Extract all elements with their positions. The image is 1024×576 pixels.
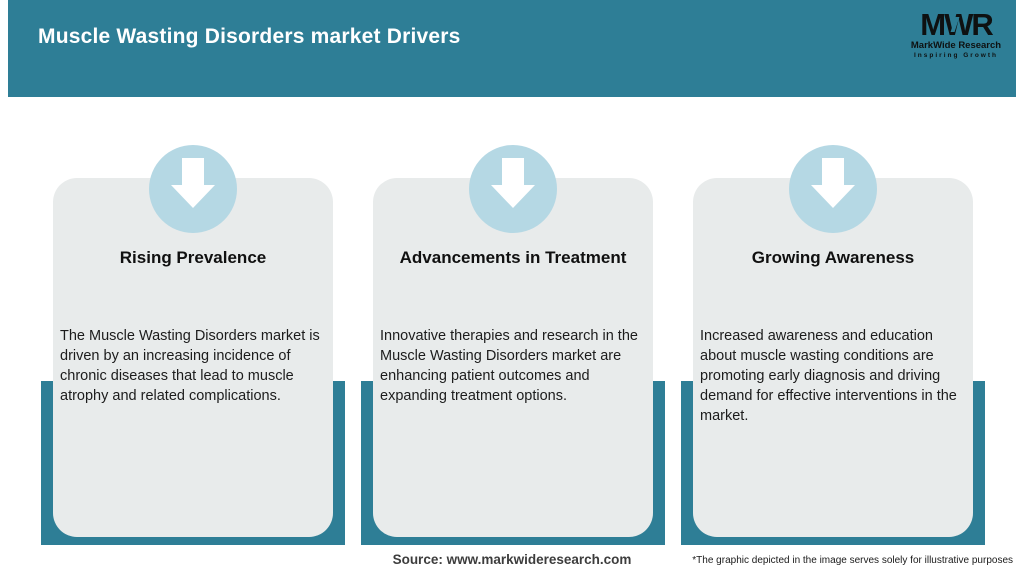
- logo-tagline: Inspiring Growth: [914, 52, 998, 59]
- driver-card-advancements-in-treatment: Advancements in Treatment Innovative the…: [361, 145, 665, 545]
- card-title: Advancements in Treatment: [399, 248, 627, 267]
- card-body: Advancements in Treatment Innovative the…: [373, 178, 653, 537]
- logo-acronym: MWR: [906, 9, 1006, 41]
- card-title: Rising Prevalence: [119, 248, 267, 267]
- driver-card-rising-prevalence: Rising Prevalence The Muscle Wasting Dis…: [41, 145, 345, 545]
- header-bar: Muscle Wasting Disorders market Drivers …: [8, 0, 1016, 97]
- down-arrow-badge: [149, 145, 237, 233]
- card-description: Increased awareness and education about …: [700, 328, 957, 424]
- disclaimer-text: *The graphic depicted in the image serve…: [692, 555, 1013, 566]
- card-description: Innovative therapies and research in the…: [380, 328, 638, 404]
- down-arrow-badge: [469, 145, 557, 233]
- markwide-research-logo: MWR MarkWide Research Inspiring Growth: [906, 9, 1006, 60]
- driver-card-growing-awareness: Growing Awareness Increased awareness an…: [681, 145, 985, 545]
- logo-company-name: MarkWide Research: [910, 40, 1002, 51]
- page-title: Muscle Wasting Disorders market Drivers: [38, 25, 461, 48]
- card-title: Growing Awareness: [751, 248, 915, 267]
- down-arrow-badge: [789, 145, 877, 233]
- card-description: The Muscle Wasting Disorders market is d…: [60, 328, 320, 404]
- down-arrow-icon: [171, 158, 215, 208]
- down-arrow-icon: [811, 158, 855, 208]
- card-body: Rising Prevalence The Muscle Wasting Dis…: [53, 178, 333, 537]
- down-arrow-icon: [491, 158, 535, 208]
- source-text: Source: www.markwideresearch.com: [392, 552, 632, 567]
- card-body: Growing Awareness Increased awareness an…: [693, 178, 973, 537]
